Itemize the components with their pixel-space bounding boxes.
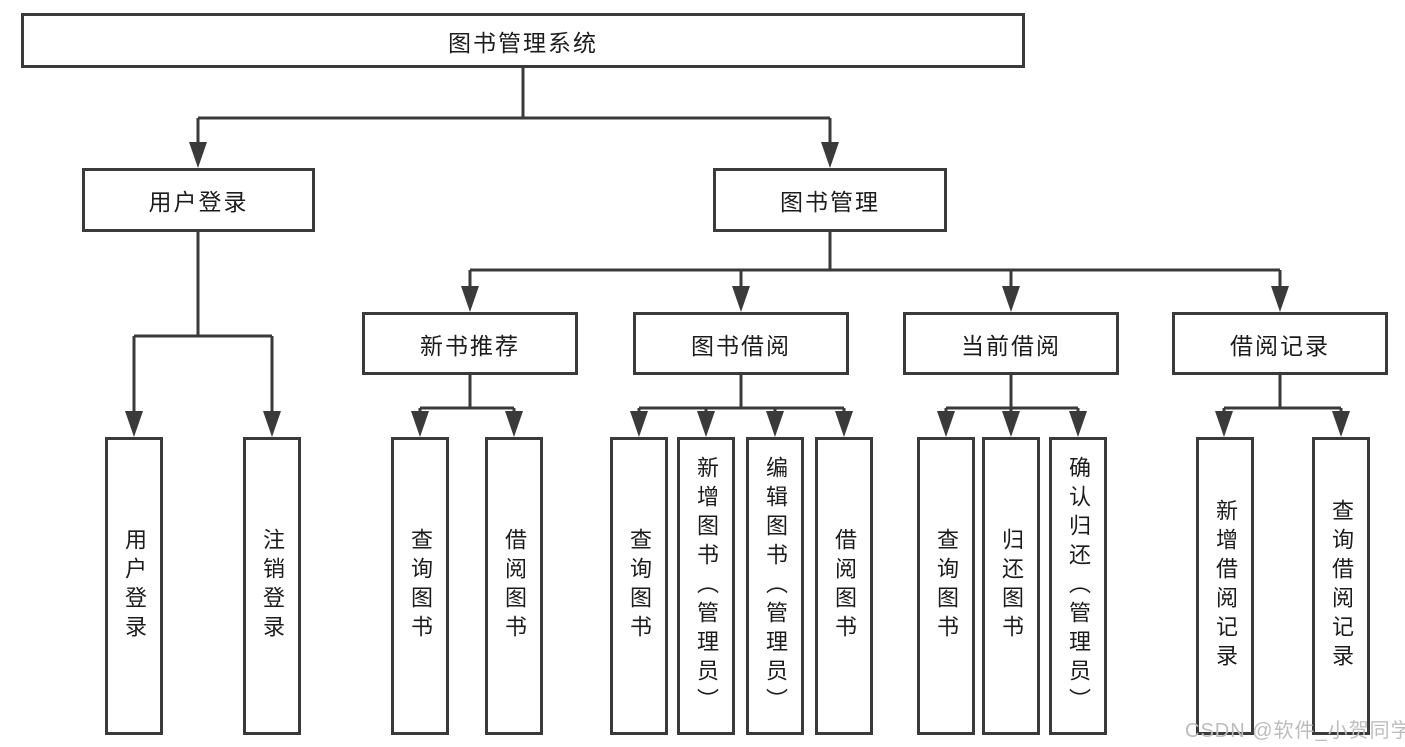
arrow-icon <box>732 286 750 312</box>
node-user-login: 用户登录 <box>82 168 315 232</box>
connector-paths <box>132 68 1343 415</box>
arrow-icon <box>125 411 143 437</box>
leaf-query-books-borrow: 查询图书 <box>610 437 668 735</box>
node-book-borrowing: 图书借阅 <box>633 312 849 375</box>
leaf-query-borrow-record: 查询借阅记录 <box>1312 437 1370 735</box>
arrow-icon <box>630 411 648 437</box>
watermark-text: CSDN @软件_小贺同学 <box>1185 720 1405 742</box>
leaf-user-login: 用户登录 <box>105 437 163 735</box>
leaf-return-books: 归还图书 <box>982 437 1040 735</box>
arrow-icon <box>1332 411 1350 437</box>
arrow-icon <box>1002 411 1020 437</box>
arrow-icon <box>835 411 853 437</box>
leaf-logout: 注销登录 <box>243 437 301 735</box>
leaf-confirm-return-admin: 确认归还（管理员） <box>1049 437 1107 735</box>
arrow-icon <box>821 142 839 168</box>
arrow-icon <box>937 411 955 437</box>
node-borrowing-records: 借阅记录 <box>1172 312 1388 375</box>
leaf-query-books-recommend: 查询图书 <box>391 437 449 735</box>
leaf-borrow-books-recommend: 借阅图书 <box>485 437 543 735</box>
arrow-icon <box>461 286 479 312</box>
arrow-icon <box>505 411 523 437</box>
leaf-borrow-books: 借阅图书 <box>815 437 873 735</box>
node-library-management-system: 图书管理系统 <box>21 13 1025 68</box>
node-current-borrowing: 当前借阅 <box>903 312 1119 375</box>
arrow-icon <box>1215 411 1233 437</box>
leaf-add-borrow-record: 新增借阅记录 <box>1196 437 1254 735</box>
arrow-icon <box>189 142 207 168</box>
leaf-edit-books-admin: 编辑图书（管理员） <box>746 437 804 735</box>
arrow-icon <box>263 411 281 437</box>
node-book-management: 图书管理 <box>713 168 947 232</box>
leaf-add-books-admin: 新增图书（管理员） <box>677 437 735 735</box>
arrow-icon <box>1002 286 1020 312</box>
arrow-icon <box>697 411 715 437</box>
arrow-icon <box>766 411 784 437</box>
arrow-icon <box>1271 286 1289 312</box>
arrow-icon <box>411 411 429 437</box>
arrow-icon <box>1069 411 1087 437</box>
leaf-query-books-current: 查询图书 <box>917 437 975 735</box>
node-new-book-recommendation: 新书推荐 <box>362 312 578 375</box>
arrowheads <box>125 142 1350 437</box>
